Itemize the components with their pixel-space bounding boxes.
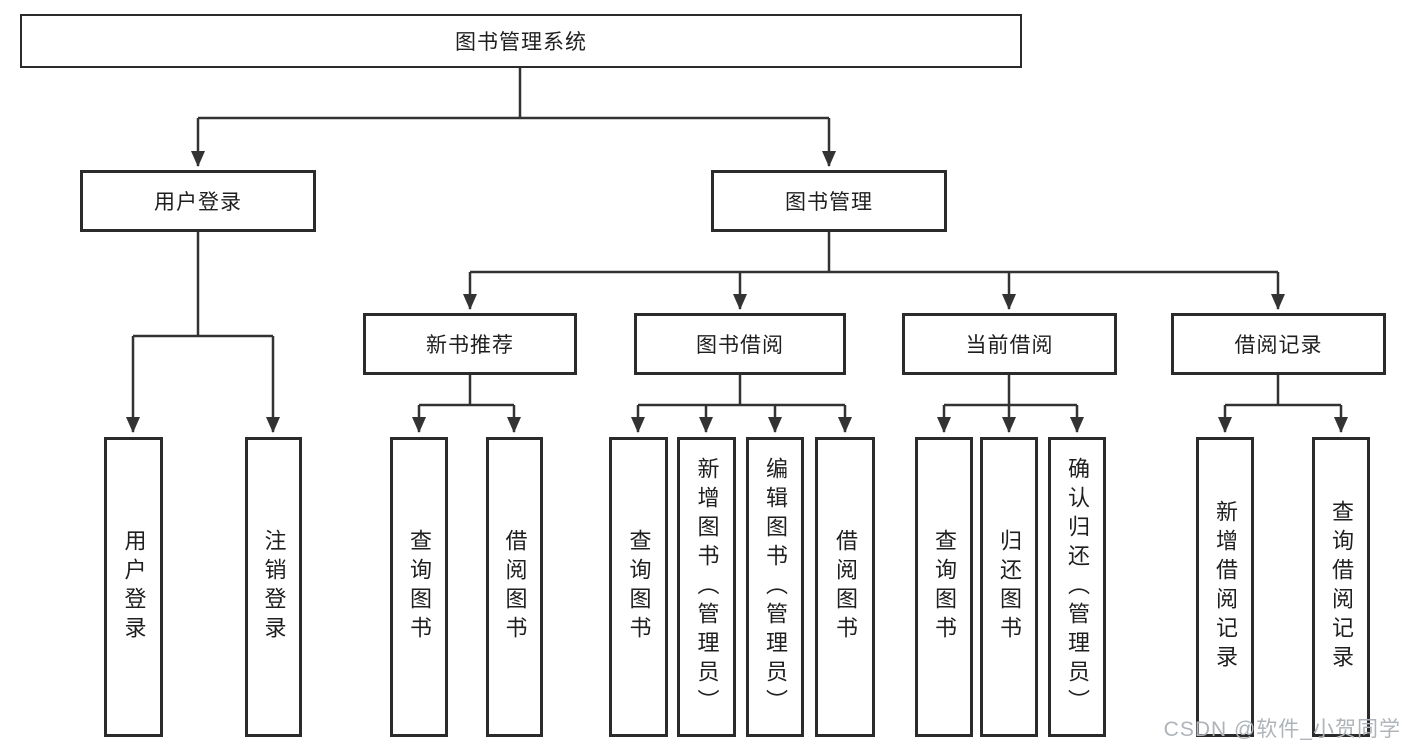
node-label: 编辑图书（管理员） — [763, 456, 788, 718]
node-borrow-books-borrowing: 借阅图书 — [815, 437, 875, 737]
node-query-borrow-record: 查询借阅记录 — [1312, 437, 1370, 737]
node-root-library-system: 图书管理系统 — [20, 14, 1022, 68]
node-label: 查询图书 — [932, 529, 957, 645]
node-borrow-records: 借阅记录 — [1171, 313, 1386, 375]
node-new-book-recommend: 新书推荐 — [363, 313, 577, 375]
node-label: 归还图书 — [997, 529, 1022, 645]
node-query-books-recommend: 查询图书 — [390, 437, 448, 737]
node-book-borrowing: 图书借阅 — [634, 313, 846, 375]
node-book-management: 图书管理 — [711, 170, 947, 232]
node-label: 图书管理 — [785, 191, 873, 214]
node-label: 新书推荐 — [426, 334, 514, 357]
node-label: 当前借阅 — [965, 334, 1054, 357]
node-label: 借阅图书 — [502, 529, 528, 645]
node-label: 借阅图书 — [833, 529, 858, 645]
node-logout: 注销登录 — [245, 437, 302, 737]
node-add-borrow-record: 新增借阅记录 — [1196, 437, 1254, 737]
node-label: 借阅记录 — [1234, 334, 1323, 357]
node-label: 用户登录 — [154, 191, 242, 214]
node-label: 新增借阅记录 — [1213, 500, 1238, 674]
node-label: 注销登录 — [261, 529, 287, 645]
node-label: 查询图书 — [626, 529, 652, 645]
node-label: 查询图书 — [407, 529, 432, 645]
node-confirm-return-admin: 确认归还（管理员） — [1048, 437, 1106, 737]
node-label: 用户登录 — [121, 529, 147, 645]
node-return-book: 归还图书 — [980, 437, 1038, 737]
node-current-borrowing: 当前借阅 — [902, 313, 1117, 375]
node-user-login-leaf: 用户登录 — [104, 437, 163, 737]
node-label: 查询借阅记录 — [1329, 500, 1354, 674]
node-label: 图书管理系统 — [455, 31, 587, 54]
node-borrow-books-recommend: 借阅图书 — [486, 437, 543, 737]
node-query-books-borrowing: 查询图书 — [609, 437, 668, 737]
node-edit-book-admin: 编辑图书（管理员） — [746, 437, 804, 737]
node-label: 图书借阅 — [696, 334, 784, 357]
node-user-login-branch: 用户登录 — [80, 170, 316, 232]
node-add-book-admin: 新增图书（管理员） — [677, 437, 736, 737]
node-query-books-current: 查询图书 — [915, 437, 973, 737]
node-label: 确认归还（管理员） — [1065, 456, 1090, 718]
node-label: 新增图书（管理员） — [694, 456, 720, 718]
